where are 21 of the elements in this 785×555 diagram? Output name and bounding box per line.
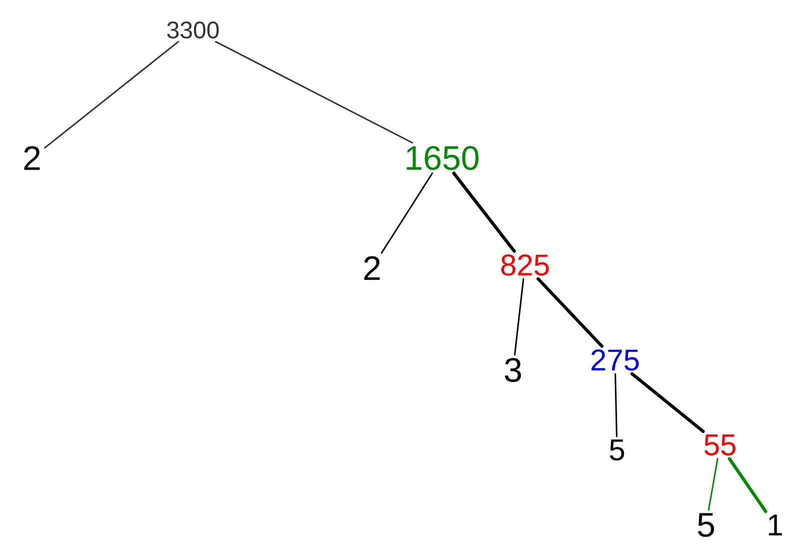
number-label: 1650 [406, 146, 478, 170]
number-label: 2 [24, 146, 40, 170]
number-label: 1 [768, 514, 782, 536]
number-label: 5 [610, 440, 624, 460]
branch-line [614, 373, 618, 438]
number-label: 2 [364, 256, 380, 280]
branch-line [514, 278, 524, 356]
branch-line [630, 372, 705, 433]
number-label: 3300 [167, 22, 219, 38]
number-label: 55 [704, 434, 736, 456]
branch-line [380, 172, 434, 254]
branch-line [215, 40, 414, 144]
number-label: 825 [501, 254, 549, 276]
number-label: 5 [698, 513, 714, 537]
branch-line [536, 277, 604, 348]
number-label: 3 [504, 358, 521, 382]
number-label: 275 [591, 349, 639, 371]
branch-line [452, 172, 516, 253]
branch-line [708, 458, 718, 511]
branch-line [44, 40, 180, 149]
branch-line [728, 457, 768, 514]
